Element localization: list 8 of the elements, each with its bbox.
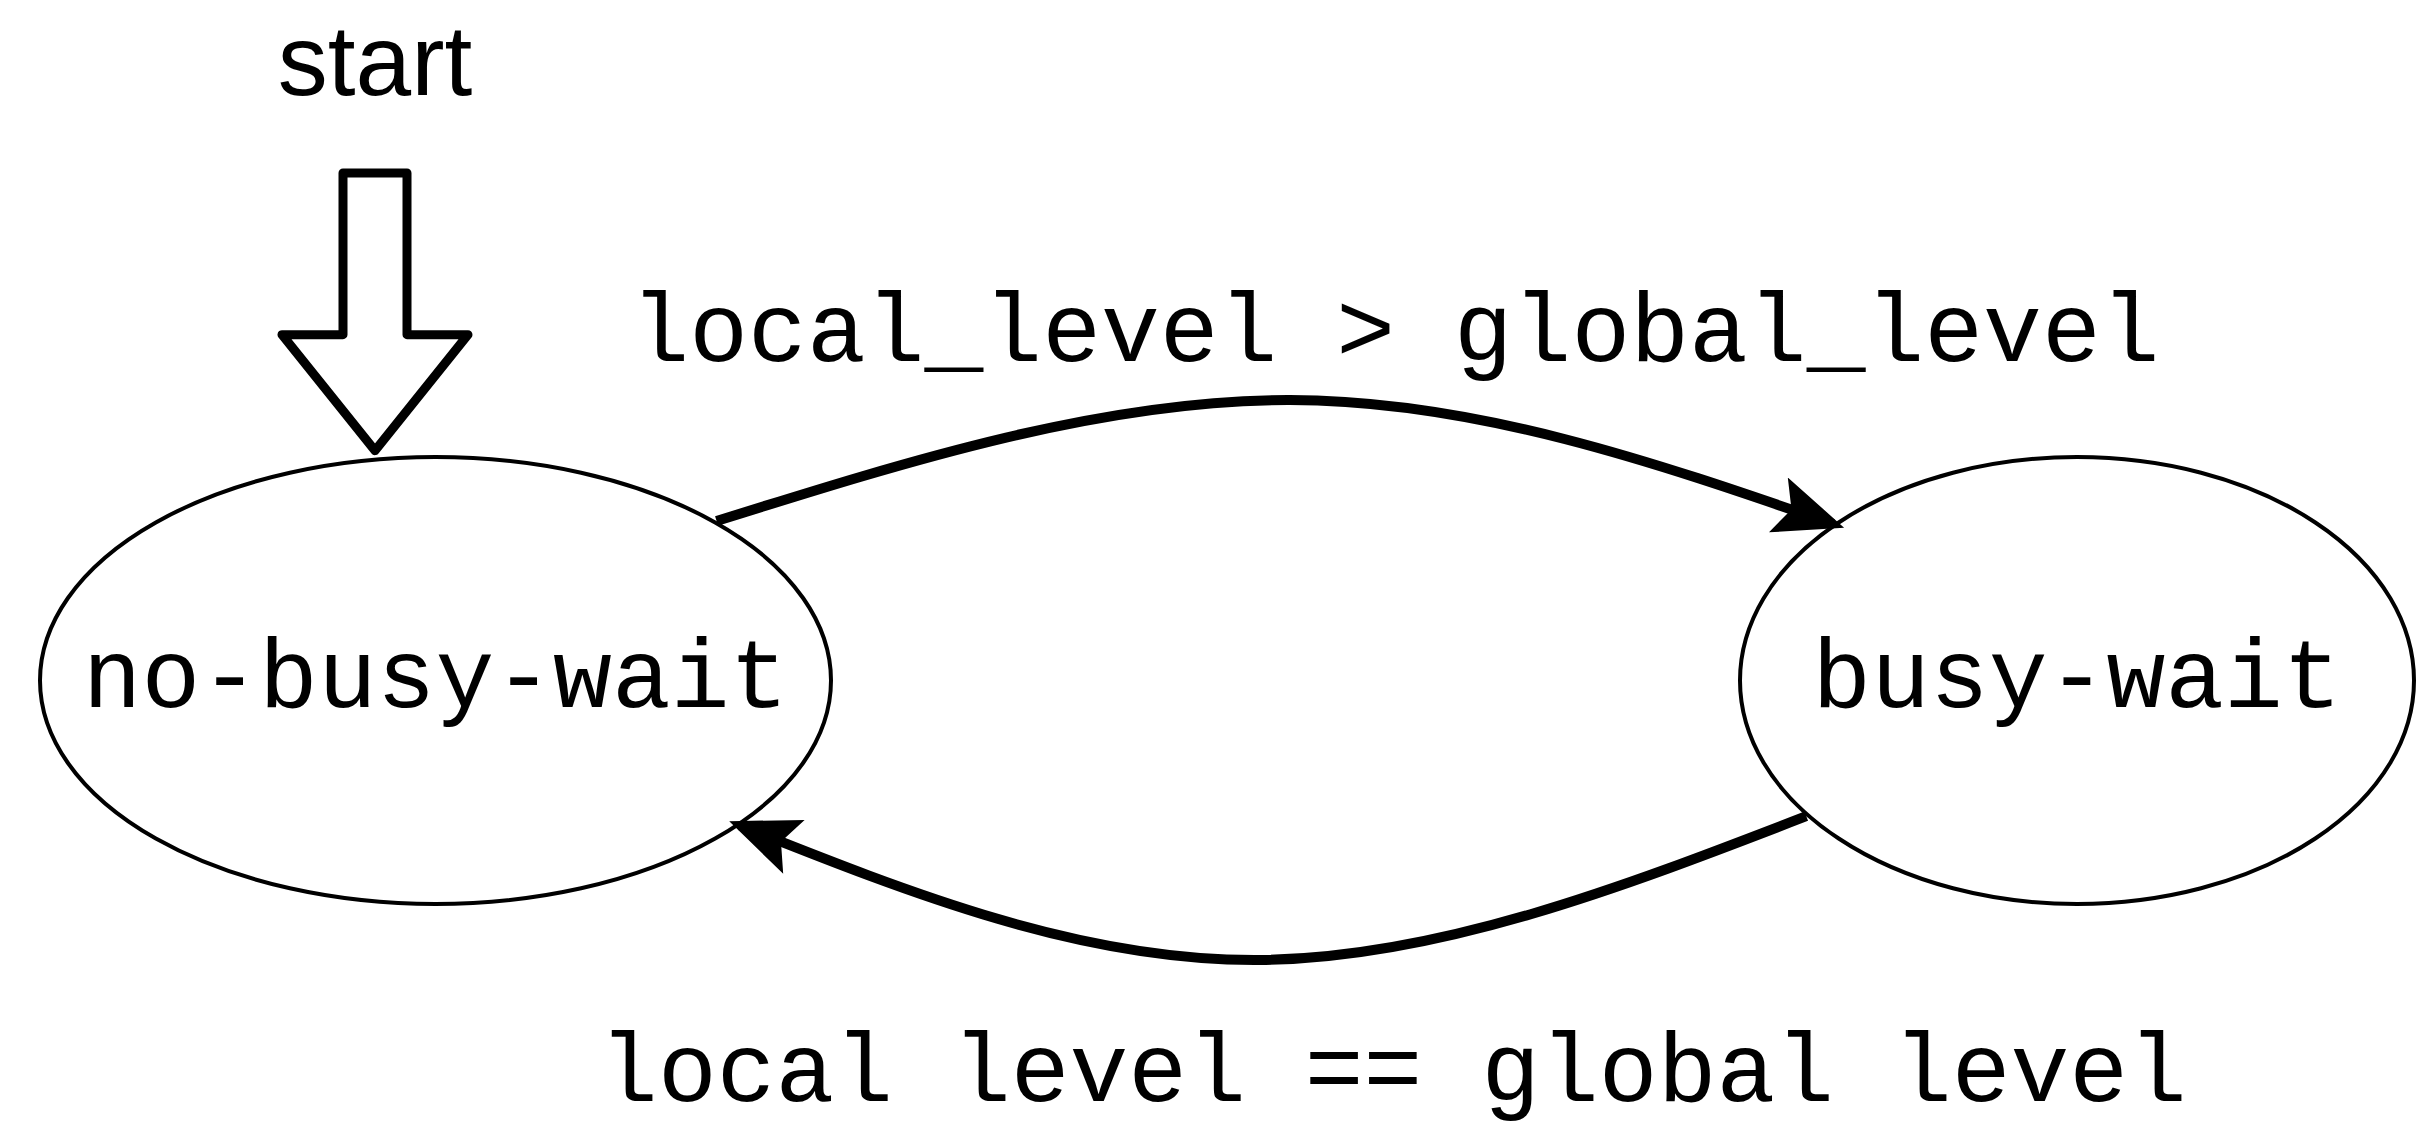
block-arrow [277, 168, 473, 456]
arrow [729, 811, 1809, 965]
start-label: start [277, 2, 473, 118]
state-name: no-busy-wait [82, 625, 789, 736]
state-name: busy-wait [1812, 625, 2342, 736]
arrow [715, 395, 1845, 533]
state-ellipse [38, 455, 833, 906]
state-ellipse [1738, 455, 2416, 906]
